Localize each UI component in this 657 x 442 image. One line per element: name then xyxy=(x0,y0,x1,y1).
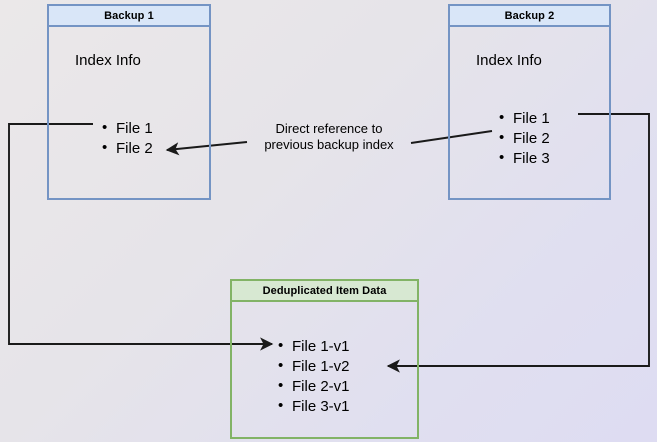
backup-2-file-list: File 1 File 2 File 3 xyxy=(499,108,550,169)
backup-2-index-info-label: Index Info xyxy=(476,52,542,69)
list-item: File 3-v1 xyxy=(278,396,350,417)
deduplicated-item-data-box[interactable]: Deduplicated Item Data File 1-v1 File 1-… xyxy=(230,279,419,439)
list-item: File 2 xyxy=(499,128,550,149)
list-item: File 1-v1 xyxy=(278,336,350,357)
deduplicated-item-data-body: File 1-v1 File 1-v2 File 2-v1 File 3-v1 xyxy=(232,302,417,437)
direct-reference-line-2: previous backup index xyxy=(264,137,394,152)
list-item: File 2 xyxy=(102,138,153,159)
list-item: File 3 xyxy=(499,148,550,169)
backup-1-file-list: File 1 File 2 xyxy=(102,118,153,159)
direct-reference-line-1: Direct reference to xyxy=(275,121,383,136)
backup-2-header: Backup 2 xyxy=(450,6,609,27)
backup-2-box[interactable]: Backup 2 Index Info File 1 File 2 File 3 xyxy=(448,4,611,200)
backup-1-header: Backup 1 xyxy=(49,6,209,27)
deduplicated-item-data-header: Deduplicated Item Data xyxy=(232,281,417,302)
dedup-file-list: File 1-v1 File 1-v2 File 2-v1 File 3-v1 xyxy=(278,336,350,417)
direct-reference-annotation: Direct reference to previous backup inde… xyxy=(248,121,410,153)
backup-2-body: Index Info File 1 File 2 File 3 xyxy=(450,27,609,198)
list-item: File 1 xyxy=(102,118,153,139)
backup-1-index-info-label: Index Info xyxy=(75,52,141,69)
backup-1-box[interactable]: Backup 1 Index Info File 1 File 2 xyxy=(47,4,211,200)
list-item: File 1-v2 xyxy=(278,356,350,377)
list-item: File 2-v1 xyxy=(278,376,350,397)
backup-1-body: Index Info File 1 File 2 xyxy=(49,27,209,198)
list-item: File 1 xyxy=(499,108,550,129)
